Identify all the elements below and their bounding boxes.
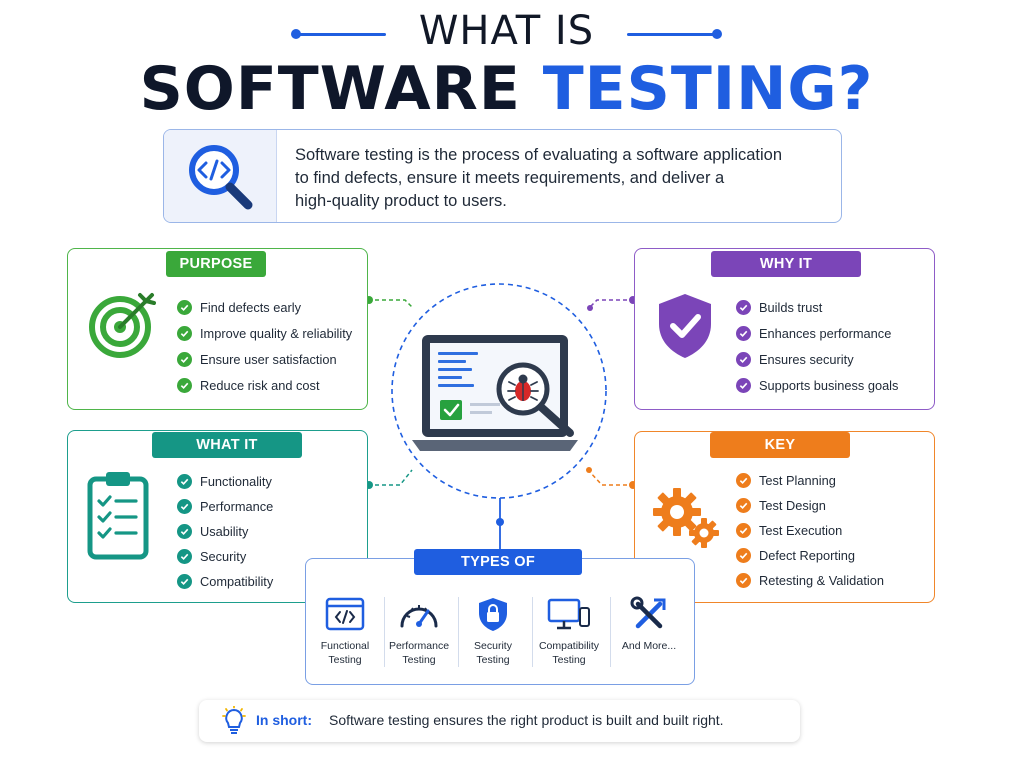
type-label-line: Security (474, 640, 512, 652)
check-icon (736, 351, 751, 367)
definition-icon-area (164, 130, 277, 222)
title-decoration-left (296, 33, 386, 36)
definition-line-3: high-quality product to users. (295, 192, 507, 210)
checks-heading: WHAT IT CHECKS (152, 432, 302, 479)
check-icon (736, 299, 751, 315)
list-item: Functionality (177, 469, 273, 494)
check-icon (177, 574, 192, 589)
check-icon (736, 377, 751, 393)
definition-line-1: Software testing is the process of evalu… (295, 146, 783, 164)
check-icon (177, 325, 192, 341)
check-icon (736, 473, 751, 488)
definition-box: Software testing is the process of evalu… (163, 129, 842, 223)
clipboard-icon (87, 472, 149, 560)
in-short-text: Software testing ensures the right produ… (329, 712, 724, 728)
check-icon (177, 351, 192, 367)
list-item: Test Execution (736, 518, 884, 543)
tools-icon (630, 596, 666, 629)
page-title: SOFTWARE TESTING? (0, 54, 1013, 124)
connector-checks (368, 469, 413, 486)
center-dashed-circle (391, 283, 607, 499)
type-label-line: Testing (476, 654, 510, 666)
list-item: Enhances performance (736, 320, 898, 346)
title-blue-word: TESTING? (542, 54, 874, 124)
check-icon (736, 498, 751, 513)
list-item: Performance (177, 494, 273, 519)
type-label-line: Functional (320, 640, 370, 652)
list-item: Defect Reporting (736, 543, 884, 568)
check-icon (736, 523, 751, 538)
definition-line-2: to find defects, ensure it meets require… (295, 169, 725, 187)
title-decoration-dot-left (291, 29, 301, 39)
type-label-line: Compatibility (538, 640, 600, 652)
code-window-icon (325, 597, 365, 631)
key-activities-card: KEY ACTIVITIES Test Planning Test Design… (634, 431, 935, 603)
type-label-line: Performance (388, 640, 450, 652)
check-icon (177, 474, 192, 489)
why-heading: WHY IT MATTERS (711, 251, 861, 298)
speedometer-icon (400, 605, 438, 628)
connector-purpose (368, 299, 414, 309)
type-label-line: And More... (621, 640, 677, 652)
list-item: Reduce risk and cost (177, 372, 352, 398)
list-item: Usability (177, 519, 273, 544)
gears-icon (653, 488, 719, 548)
shield-check-icon (659, 294, 711, 358)
check-icon (177, 377, 192, 393)
checks-list: Functionality Performance Usability Secu… (177, 469, 273, 594)
code-magnifier-icon (189, 145, 253, 210)
laptop-bug-icon (412, 335, 578, 451)
lock-shield-icon (479, 598, 507, 631)
list-item: Improve quality & reliability (177, 320, 352, 346)
activities-list: Test Planning Test Design Test Execution… (736, 468, 884, 593)
check-icon (177, 524, 192, 539)
title-line-1: WHAT IS (418, 8, 595, 54)
check-icon (177, 299, 192, 315)
purpose-list: Find defects early Improve quality & rel… (177, 294, 352, 398)
type-label-line: Testing (328, 654, 362, 666)
list-item: Test Planning (736, 468, 884, 493)
activities-heading: KEY ACTIVITIES (710, 432, 850, 479)
target-icon (89, 293, 156, 358)
purpose-card: PURPOSE Find defects early Improve quali… (67, 248, 368, 410)
list-item: Builds trust (736, 294, 898, 320)
check-icon (177, 499, 192, 514)
list-item: Find defects early (177, 294, 352, 320)
check-icon (736, 325, 751, 341)
why-list: Builds trust Enhances performance Ensure… (736, 294, 898, 398)
list-item: Security (177, 544, 273, 569)
title-decoration-dot-right (712, 29, 722, 39)
check-icon (736, 573, 751, 588)
list-item: Test Design (736, 493, 884, 518)
title-dark-word: SOFTWARE (139, 54, 521, 124)
connector-why (588, 299, 634, 309)
in-short-label: In short: (256, 712, 312, 728)
devices-icon (547, 598, 590, 630)
list-item: Compatibility (177, 569, 273, 594)
type-and-more: And More... (612, 595, 686, 653)
what-it-checks-card: WHAT IT CHECKS Functionality Performance… (67, 430, 368, 603)
definition-text: Software testing is the process of evalu… (295, 144, 825, 213)
purpose-heading: PURPOSE (166, 251, 266, 277)
list-item: Ensure user satisfaction (177, 346, 352, 372)
list-item: Supports business goals (736, 372, 898, 398)
connector-activities (587, 469, 634, 486)
type-label-line: Testing (552, 654, 586, 666)
title-decoration-right (627, 33, 717, 36)
check-icon (177, 549, 192, 564)
type-label-line: Testing (402, 654, 436, 666)
types-heading: TYPES OF TESTING (414, 549, 582, 596)
check-icon (736, 548, 751, 563)
why-it-matters-card: WHY IT MATTERS Builds trust Enhances per… (634, 248, 935, 410)
lightbulb-icon (222, 706, 246, 734)
in-short-box: In short: Software testing ensures the r… (199, 700, 800, 742)
list-item: Retesting & Validation (736, 568, 884, 593)
list-item: Ensures security (736, 346, 898, 372)
